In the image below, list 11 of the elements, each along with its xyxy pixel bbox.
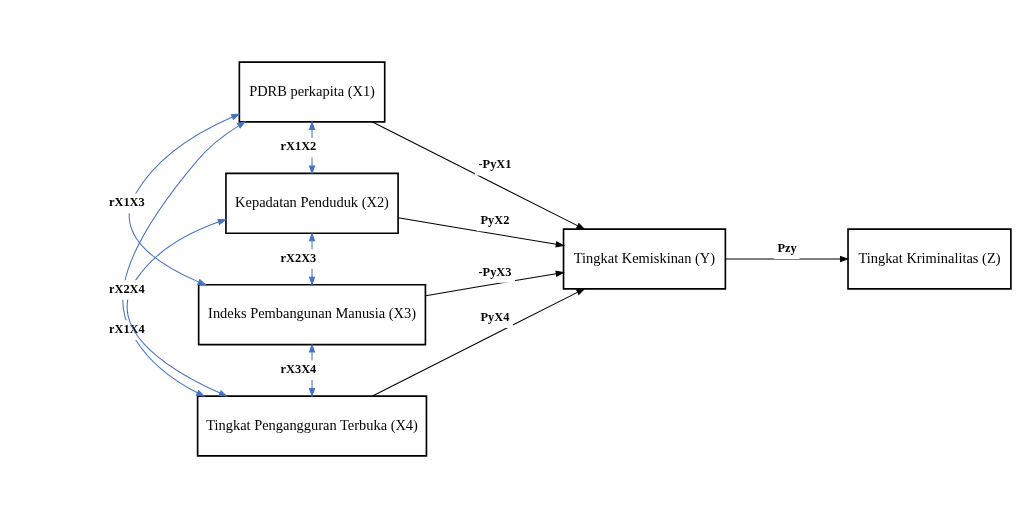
edge-label: rX1X4 [108, 321, 145, 336]
edge-label: rX2X4 [108, 281, 145, 296]
edge-label: -PyX1 [478, 157, 512, 172]
edge-label: rX2X3 [280, 250, 317, 265]
edge-label: -PyX3 [478, 264, 512, 279]
edge-label: Pzy [777, 240, 797, 255]
edge-label: rX1X2 [280, 139, 317, 154]
edge-label: rX3X4 [280, 362, 317, 376]
edge-label: PyX4 [480, 309, 510, 324]
edge-label: PyX2 [480, 213, 510, 228]
edge-label: rX1X3 [108, 195, 145, 210]
